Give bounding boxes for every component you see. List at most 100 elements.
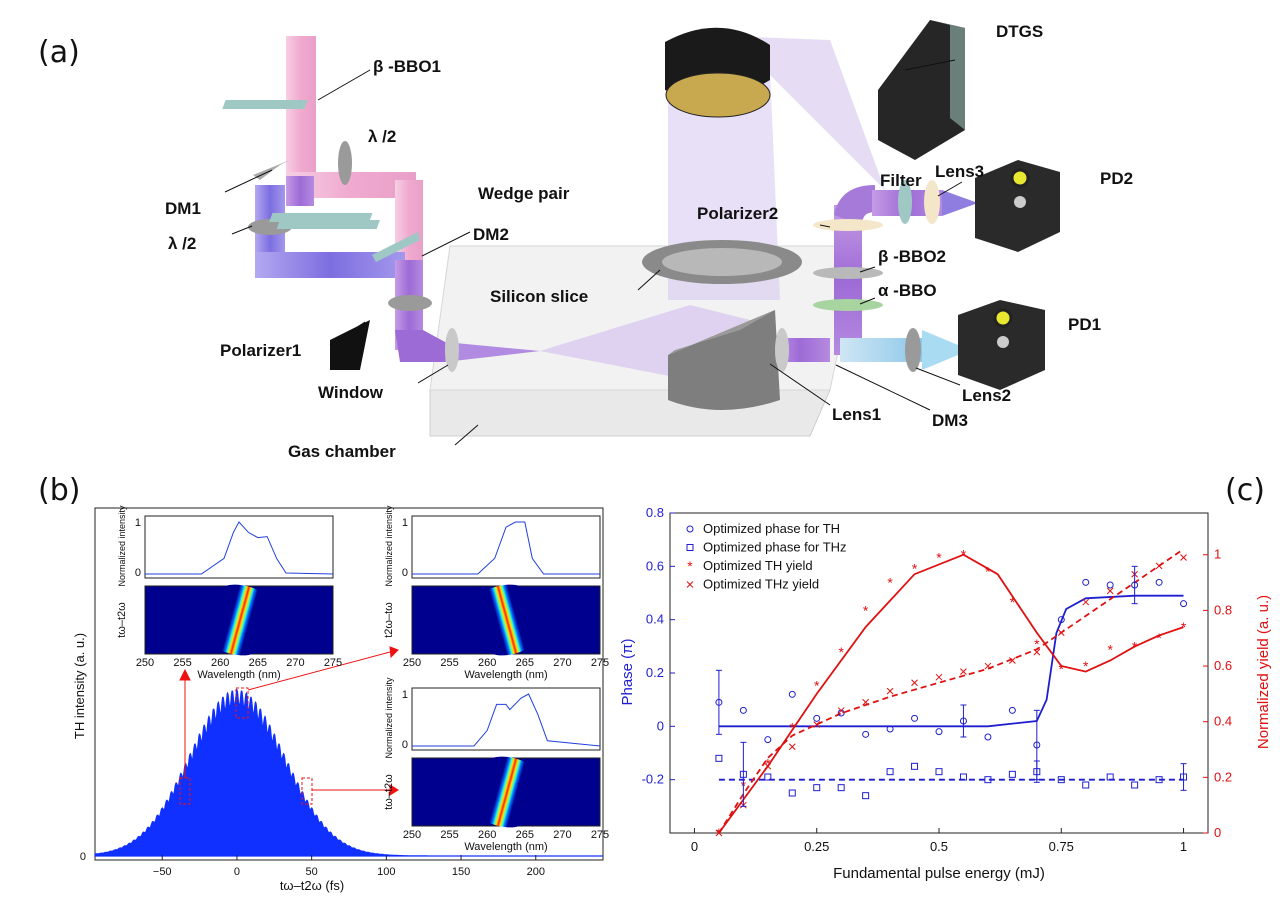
inset-spectrum-line (412, 693, 601, 747)
y2tick-label: 0.2 (1214, 769, 1232, 784)
marker-x (715, 829, 723, 837)
ytick-label: 0.4 (646, 612, 664, 627)
xtick-label: 50 (306, 866, 318, 878)
marker-circle (935, 728, 943, 736)
legend-label: Optimized phase for THz (703, 540, 847, 555)
inset-spectrum-frame (144, 515, 334, 579)
inset-map-blob (480, 778, 532, 806)
marker-x (813, 721, 821, 728)
legend-label: Optimized TH yield (703, 558, 813, 573)
marker-asterisk: * (1181, 619, 1187, 635)
inset-xtick: 275 (591, 657, 609, 669)
marker-circle (862, 730, 870, 738)
marker-circle (686, 525, 694, 533)
legend-label: Optimized THz yield (703, 577, 819, 592)
marker-asterisk: * (887, 575, 893, 591)
marker-circle (739, 706, 747, 714)
inset-xlabel: Wavelength (nm) (464, 669, 547, 681)
inset-xtick: 265 (516, 829, 534, 841)
marker-square (788, 789, 796, 797)
marker-circle (813, 714, 821, 722)
yield-axis-label: Normalized yield (a. u.) (1255, 595, 1272, 749)
inset-spectrum-line (145, 521, 334, 575)
marker-asterisk: * (1034, 636, 1040, 652)
xtick-label: 200 (527, 866, 545, 878)
marker-x (984, 662, 992, 670)
marker-square (911, 762, 919, 770)
marker-asterisk: * (1107, 641, 1113, 657)
marker-asterisk: * (814, 678, 820, 694)
marker-square (764, 773, 772, 781)
xtick-label: 100 (377, 866, 395, 878)
marker-circle (1082, 578, 1090, 586)
inset-xtick: 260 (478, 657, 496, 669)
marker-x (1106, 587, 1114, 595)
inset-ytick: 0 (135, 567, 141, 579)
inset-xtick: 255 (440, 829, 458, 841)
ytick-label: 0.6 (646, 558, 664, 573)
inset-map-blob (486, 756, 538, 784)
marker-square (715, 754, 723, 762)
marker-square (1106, 773, 1114, 781)
inset-xtick: 250 (136, 657, 154, 669)
label-dtgs: DTGS (996, 22, 1043, 41)
panel-b-label: (b) (38, 473, 80, 508)
phase-axis-label: Phase (π) (619, 638, 636, 705)
panel-b-ylabel: TH intensity (a. u.) (72, 633, 87, 739)
inset-xtick: 255 (440, 657, 458, 669)
marker-x (862, 698, 869, 706)
legend-label: Optimized phase for TH (703, 521, 840, 536)
marker-asterisk: * (838, 644, 844, 660)
label-polarizer2: Polarizer2 (697, 204, 778, 223)
marker-circle (1180, 600, 1188, 608)
label-bbo1: β -BBO1 (373, 57, 441, 76)
label-filter: Filter (880, 171, 922, 190)
inset-ylabel: Normalized intensity (384, 677, 394, 759)
label-alpha-bbo: α -BBO (878, 281, 937, 300)
xtick-label: 0.5 (930, 839, 948, 854)
panel-b-ytick-0: 0 (80, 851, 86, 863)
inset-ytick: 1 (402, 689, 408, 701)
arrows (179, 646, 399, 796)
pd2-detector (975, 160, 1060, 252)
marker-square (862, 792, 870, 800)
inset-ytick: 1 (402, 517, 408, 529)
marker-x (1033, 648, 1041, 656)
inset-ytick: 0 (402, 567, 408, 579)
marker-circle (1106, 581, 1114, 589)
label-lens3: Lens3 (935, 162, 984, 181)
energy-axis-label: Fundamental pulse energy (mJ) (833, 865, 1045, 882)
inset-map-blob (486, 628, 538, 656)
inset-xlabel: Wavelength (nm) (197, 669, 280, 681)
marker-x (911, 679, 918, 687)
inset-xtick: 275 (324, 657, 342, 669)
panel-a-label: (a) (38, 35, 80, 70)
label-bbo2: β -BBO2 (878, 247, 946, 266)
marker-asterisk: * (765, 755, 771, 771)
inset-xtick: 270 (553, 657, 571, 669)
label-wedge-pair: Wedge pair (478, 184, 570, 203)
marker-x (935, 673, 943, 681)
marker-asterisk: * (1010, 594, 1016, 610)
marker-x (1082, 598, 1090, 606)
y2tick-label: 0 (1214, 825, 1221, 840)
label-dm3: DM3 (932, 411, 968, 430)
marker-square (1082, 781, 1090, 789)
inset-xtick: 275 (591, 829, 609, 841)
marker-asterisk: * (1132, 639, 1138, 655)
marker-circle (1057, 616, 1065, 624)
marker-asterisk: * (790, 719, 796, 735)
marker-square (1155, 776, 1163, 784)
label-dm2: DM2 (473, 225, 509, 244)
inset-xtick: 255 (173, 657, 191, 669)
inset-xtick: 260 (211, 657, 229, 669)
marker-square (837, 784, 845, 792)
marker-x (837, 707, 845, 714)
xtick-label: −50 (153, 866, 172, 878)
marker-x (1180, 554, 1187, 561)
